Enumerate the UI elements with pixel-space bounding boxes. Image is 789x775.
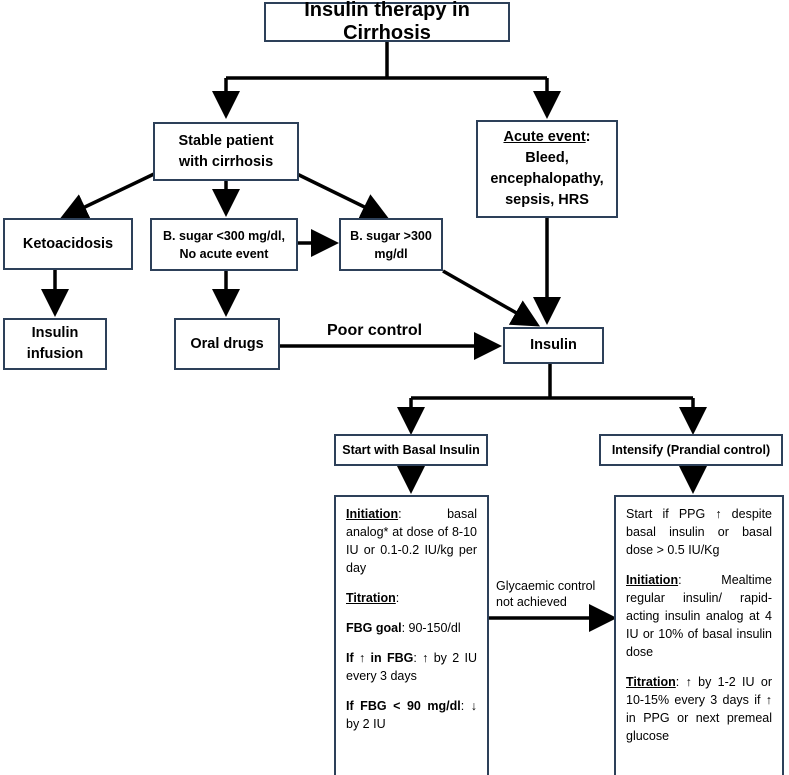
diagram-title: Insulin therapy in Cirrhosis [304, 0, 470, 44]
basal-fbg-goal-text: : 90-150/dl [401, 621, 461, 635]
prandial-initiation: Initiation: Mealtime regular insulin/ ra… [626, 571, 772, 661]
insulin-label: Insulin [530, 337, 577, 353]
infusion-line-1: Insulin [31, 325, 79, 341]
basal-if-up-label: If ↑ in FBG [346, 651, 414, 665]
bsugar-high-line-2: mg/dl [374, 246, 408, 261]
prandial-titration: Titration: ↑ by 1-2 IU or 10-15% every 3… [626, 673, 772, 745]
glycaemic-label: Glycaemic control not achieved [496, 578, 595, 610]
intensify-head-box: Intensify (Prandial control) [599, 434, 783, 466]
prandial-initiation-text: : Mealtime regular insulin/ rapid-acting… [626, 573, 772, 659]
stable-line-1: Stable patient [178, 132, 274, 149]
bsugar-low-line-1: B. sugar <300 mg/dl, [163, 228, 285, 243]
basal-initiation-text: : basal analog* at dose of 8-10 IU or 0.… [346, 507, 477, 575]
acute-line-1: Bleed, [525, 150, 569, 166]
basal-titration-label: Titration [346, 591, 396, 605]
basal-head-box: Start with Basal Insulin [334, 434, 488, 466]
basal-if-low-label: If FBG < 90 mg/dl [346, 699, 461, 713]
basal-if-low-text: : ↓ by 2 IU [346, 699, 477, 731]
acute-heading-text: Acute event [503, 129, 586, 145]
insulin-infusion-box: Insulin infusion [3, 318, 107, 370]
stable-line-2: with cirrhosis [178, 153, 274, 170]
acute-heading: Acute event: [503, 127, 590, 148]
acute-heading-colon: : [585, 129, 591, 145]
bsugar-high-line-1: B. sugar >300 [350, 228, 432, 243]
basal-initiation: Initiation: basal analog* at dose of 8-1… [346, 505, 477, 577]
ketoacidosis-label: Ketoacidosis [22, 235, 114, 252]
bsugar-high-box: B. sugar >300 mg/dl [339, 218, 443, 271]
infusion-line-2: infusion [26, 346, 84, 362]
oral-drugs-label: Oral drugs [190, 335, 264, 352]
glycaemic-line-1: Glycaemic control [496, 579, 596, 593]
insulin-box: Insulin [503, 327, 604, 364]
bsugar-low-box: B. sugar <300 mg/dl, No acute event [150, 218, 298, 271]
basal-fbg-goal-label: FBG goal [346, 621, 402, 635]
basal-if-up: If ↑ in FBG: ↑ by 2 IU every 3 days [346, 649, 477, 685]
basal-fbg-goal: FBG goal: 90-150/dl [346, 619, 477, 637]
basal-if-low: If FBG < 90 mg/dl: ↓ by 2 IU [346, 697, 477, 733]
basal-head-label: Start with Basal Insulin [342, 443, 480, 457]
glycaemic-line-2: not achieved [496, 595, 567, 609]
arrow-to-bsugar-high [296, 172, 390, 220]
prandial-start: Start if PPG ↑ despite basal insulin or … [626, 507, 772, 557]
acute-event-box: Acute event: Bleed, encephalopathy, seps… [476, 120, 618, 218]
prandial-titration-text: : ↑ by 1-2 IU or 10-15% every 3 days if … [626, 675, 772, 743]
arrow-to-keto [59, 172, 155, 220]
prandial-titration-label: Titration [626, 675, 676, 689]
prandial-initiation-label: Initiation [626, 573, 679, 587]
ketoacidosis-box: Ketoacidosis [3, 218, 133, 270]
arrow-high-to-insulin [442, 269, 541, 327]
bsugar-low-line-2: No acute event [179, 246, 269, 261]
prandial-detail-box: Start if PPG ↑ despite basal insulin or … [614, 495, 784, 775]
basal-detail-box: Initiation: basal analog* at dose of 8-1… [334, 495, 489, 775]
stable-patient-box: Stable patient with cirrhosis [153, 122, 299, 181]
basal-titration: Titration: [346, 589, 477, 607]
basal-titration-colon: : [395, 591, 400, 605]
basal-if-up-text: : ↑ by 2 IU every 3 days [346, 651, 477, 683]
intensify-head-label: Intensify (Prandial control) [611, 443, 771, 457]
acute-line-3: sepsis, HRS [505, 192, 589, 208]
oral-drugs-box: Oral drugs [174, 318, 280, 370]
poor-control-label: Poor control [327, 322, 423, 339]
basal-initiation-label: Initiation [346, 507, 399, 521]
acute-line-2: encephalopathy, [490, 171, 604, 187]
title-box: Insulin therapy in Cirrhosis [264, 0, 510, 44]
